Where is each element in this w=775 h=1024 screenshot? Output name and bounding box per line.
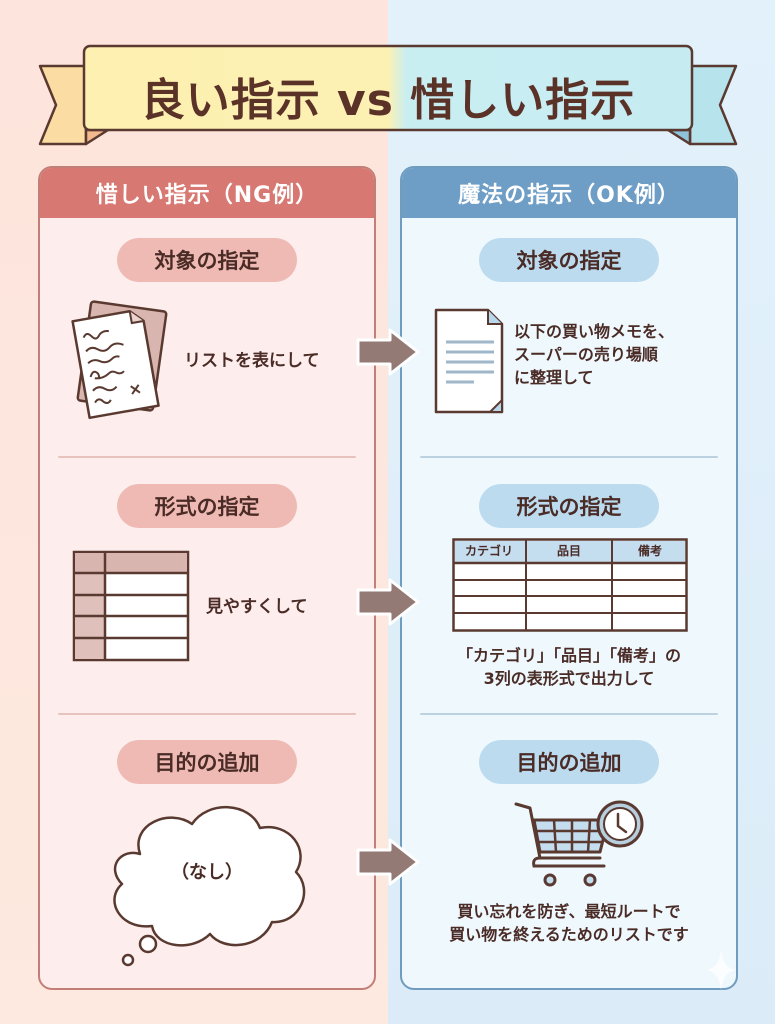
right-arrow-icon [356, 838, 420, 886]
ok-pill-format: 形式の指定 [479, 484, 659, 528]
ng-purpose-text: （なし） [171, 862, 243, 883]
ok-purpose-line-1: 買い忘れを防ぎ、最短ルートで [457, 902, 681, 921]
table-header-category: カテゴリ [464, 544, 513, 558]
ok-divider-1 [420, 456, 718, 458]
ng-pill-target: 対象の指定 [117, 238, 297, 282]
ng-divider-1 [58, 456, 356, 458]
banner-title: 良い指示 vs 惜しい指示 [140, 75, 636, 126]
ok-format-text: 「カテゴリ」「品目」「備考」の 3列の表形式で出力して [402, 644, 736, 690]
table-header-notes: 備考 [637, 544, 662, 558]
ok-format-line-2: 3列の表形式で出力して [483, 669, 655, 688]
ok-target-text: 以下の買い物メモを、 スーパーの売り場順 に整理して [514, 320, 674, 389]
ok-target-line-2: スーパーの売り場順 [514, 345, 658, 364]
plain-table-icon [72, 550, 190, 662]
table-grid-icon [452, 538, 688, 632]
ok-target-line-3: に整理して [514, 368, 594, 387]
ok-divider-2 [420, 713, 718, 715]
ribbon-shape-icon [38, 44, 738, 146]
ok-purpose-line-2: 買い物を終えるためのリストです [449, 925, 689, 944]
ng-target-text: リストを表にして [184, 351, 320, 371]
ok-purpose-text: 買い忘れを防ぎ、最短ルートで 買い物を終えるためのリストです [402, 900, 736, 946]
right-arrow-icon [356, 578, 420, 626]
ng-pill-format: 形式の指定 [117, 484, 297, 528]
ng-pill-purpose: 目的の追加 [117, 740, 297, 784]
right-arrow-icon [356, 328, 420, 376]
ok-target-line-1: 以下の買い物メモを、 [514, 322, 675, 341]
messy-note-icon [71, 300, 168, 420]
ng-divider-2 [58, 713, 356, 715]
sparkle-icon [706, 950, 736, 990]
ok-pill-target: 対象の指定 [479, 238, 659, 282]
ng-format-text: 見やすくして [206, 597, 308, 617]
ng-panel-header: 惜しい指示（NG例） [40, 168, 374, 218]
ok-panel: 魔法の指示（OK例） 対象の指定 以下の買い物メモを、 スーパーの売り場順 に整… [400, 166, 738, 990]
shopping-cart-clock-icon [514, 800, 644, 887]
ok-panel-header: 魔法の指示（OK例） [402, 168, 736, 218]
ng-panel: 惜しい指示（NG例） 対象の指定 リストを表にして 形式の指定 見やすくして 目 [38, 166, 376, 990]
labeled-table-icon: カテゴリ 品目 備考 [452, 538, 688, 632]
ok-pill-purpose: 目的の追加 [479, 740, 659, 784]
table-header-item: 品目 [556, 544, 581, 558]
title-banner: 良い指示 vs 惜しい指示 [38, 44, 738, 150]
ok-format-line-1: 「カテゴリ」「品目」「備考」の [456, 646, 681, 665]
thought-cloud-icon [113, 806, 306, 967]
document-icon [434, 308, 504, 414]
